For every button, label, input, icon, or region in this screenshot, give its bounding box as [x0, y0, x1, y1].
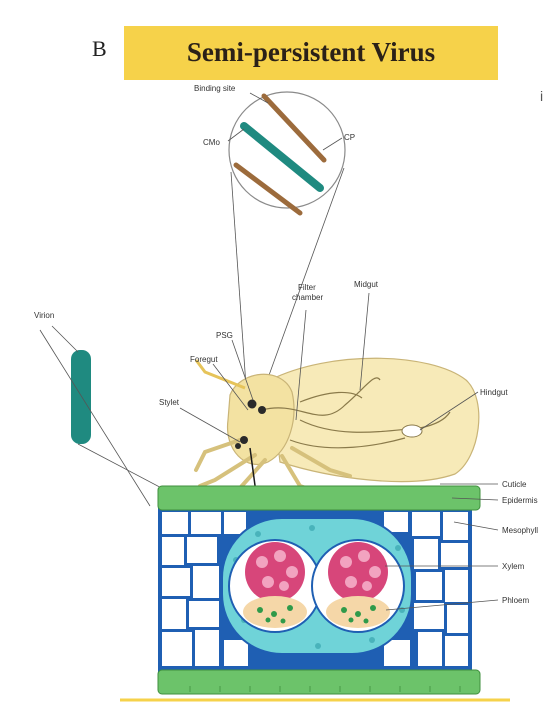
vascular-cluster-left [229, 540, 321, 632]
hindgut-bulb [402, 425, 422, 437]
magnified-inset: Binding site CMo CP [194, 84, 355, 400]
label-virion: Virion [34, 311, 54, 320]
label-psg: PSG [216, 331, 233, 340]
label-xylem: Xylem [502, 562, 525, 571]
label-mesophyll: Mesophyll [502, 526, 538, 535]
label-cmo: CMo [203, 138, 220, 147]
label-chamber: chamber [292, 293, 323, 302]
inset-circle [229, 92, 345, 208]
leaf-cross-section: Cuticle Epidermis Mesophyll Xylem Phloem [120, 480, 538, 700]
label-stylet: Stylet [159, 398, 180, 407]
label-foregut: Foregut [190, 355, 218, 364]
label-binding-site: Binding site [194, 84, 236, 93]
virion-rod [71, 350, 91, 444]
label-midgut: Midgut [354, 280, 379, 289]
vascular-cluster-right [312, 540, 404, 632]
upper-epidermis [158, 486, 480, 510]
lower-epidermis [158, 670, 480, 694]
label-epidermis: Epidermis [502, 496, 538, 505]
label-hindgut: Hindgut [480, 388, 508, 397]
label-filter: Filter [298, 283, 316, 292]
label-cp: CP [344, 133, 355, 142]
label-cuticle: Cuticle [502, 480, 527, 489]
label-phloem: Phloem [502, 596, 529, 605]
insect-abdomen [270, 358, 479, 481]
